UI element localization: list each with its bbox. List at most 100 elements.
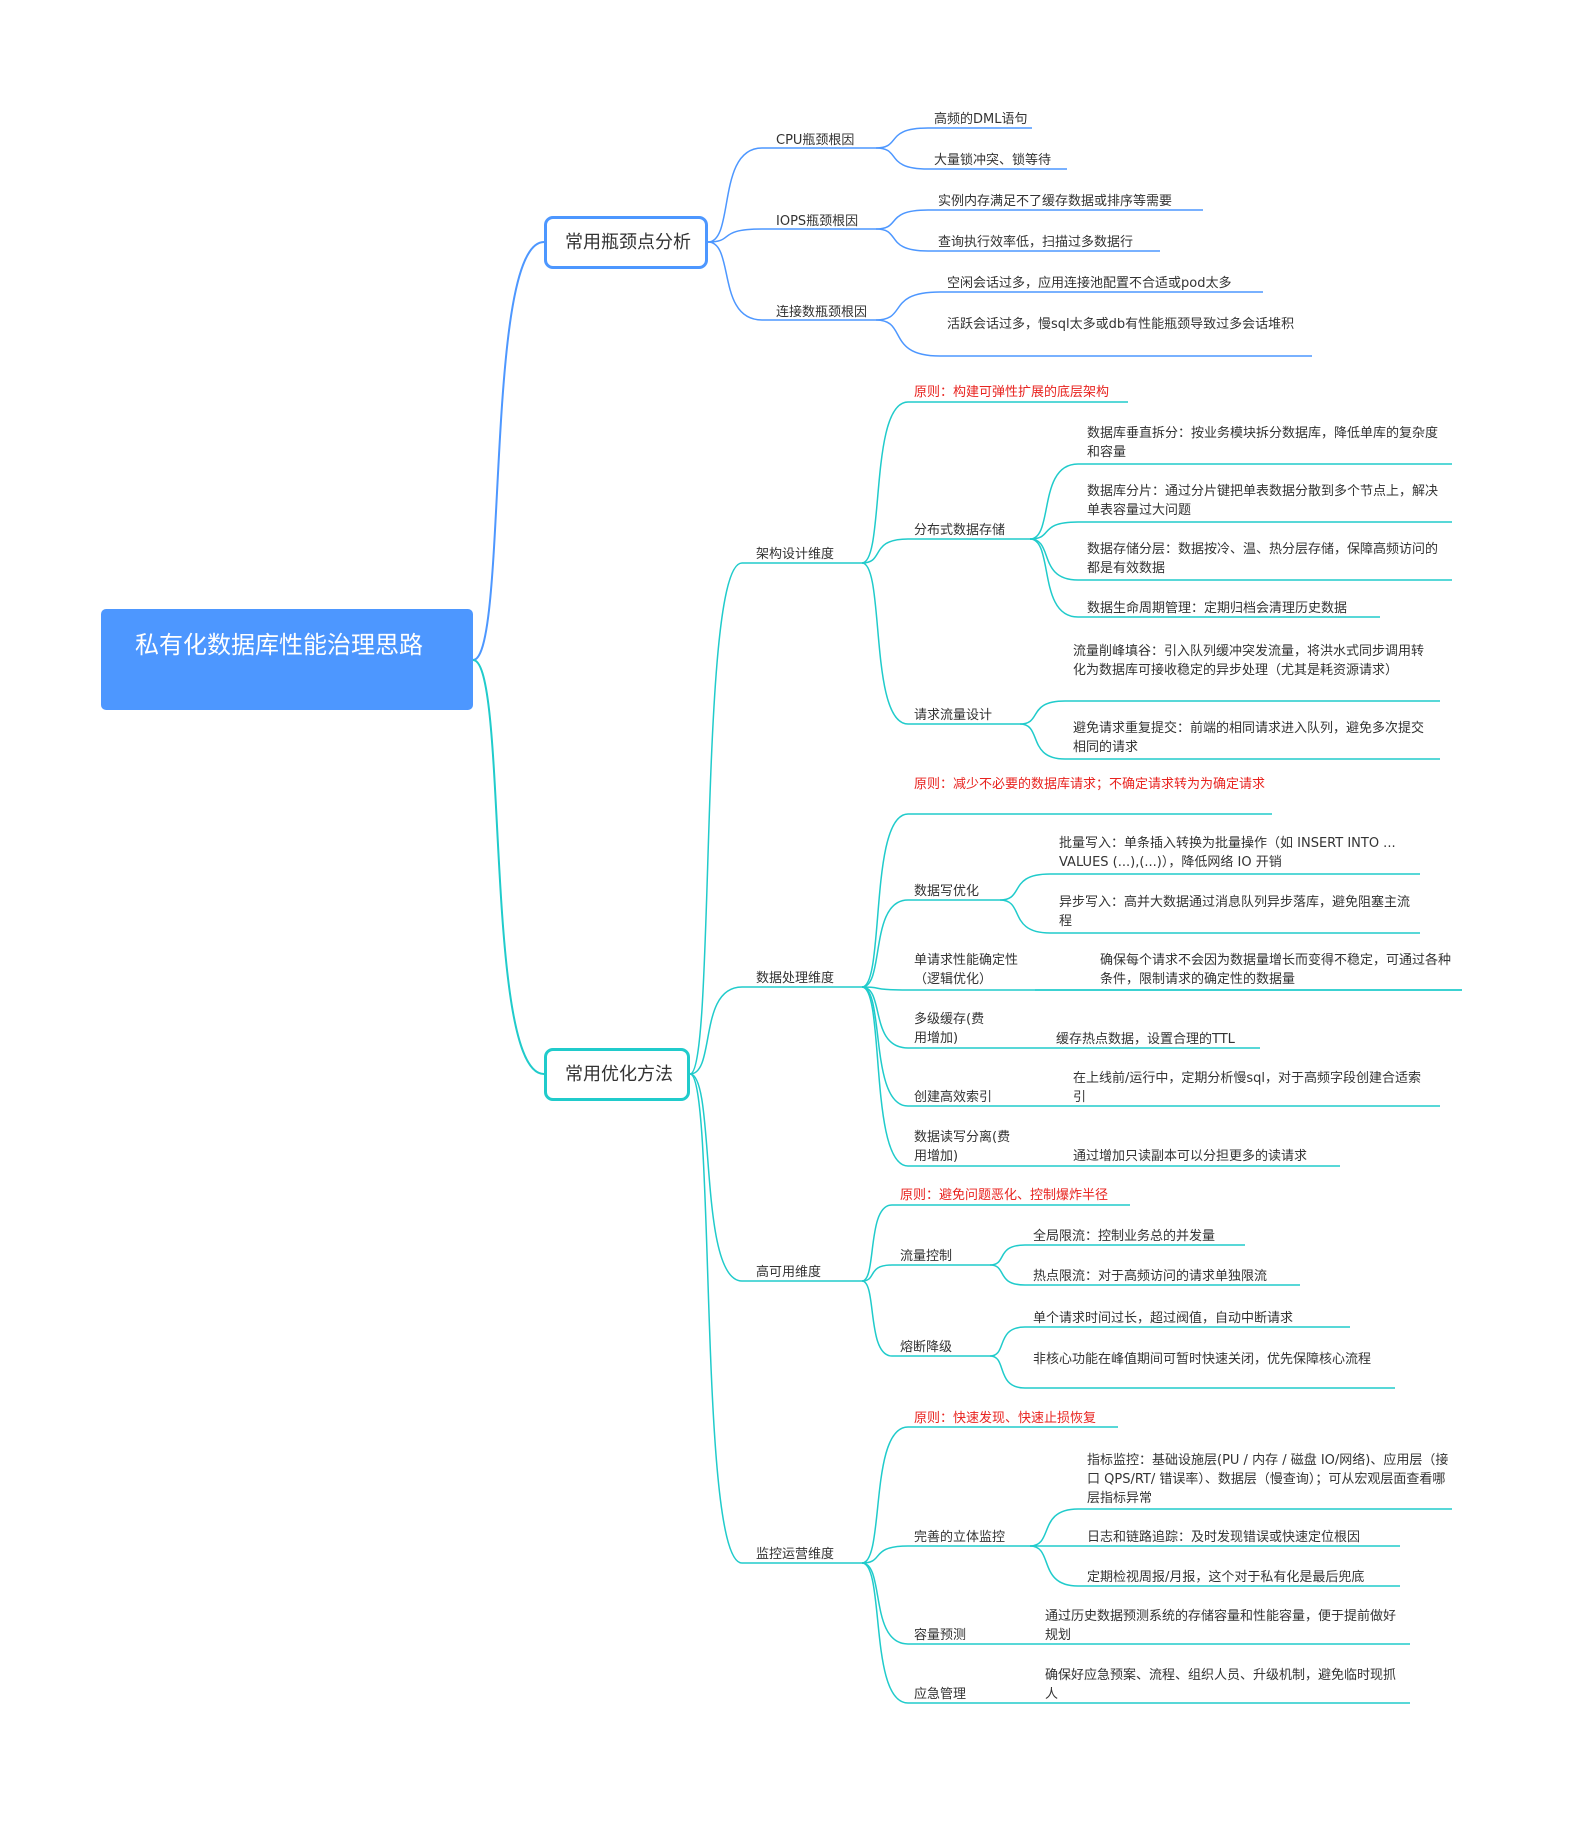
- leaf-idle-sessions: 空闲会话过多，应用连接池配置不合适或pod太多: [947, 276, 1232, 291]
- connector: [861, 813, 909, 988]
- node-data-processing[interactable]: 数据处理维度: [756, 971, 835, 986]
- principle-monitoring: 原则：快速发现、快速止损恢复: [914, 1411, 1097, 1426]
- root-node[interactable]: 私有化数据库性能治理思路: [101, 609, 473, 710]
- node-monitoring-ops[interactable]: 监控运营维度: [756, 1547, 835, 1562]
- connector: [861, 986, 909, 991]
- leaf-hotspot-limit: 热点限流：对于高频访问的请求单独限流: [1033, 1269, 1268, 1284]
- connector: [861, 1204, 893, 1282]
- connector: [861, 1426, 909, 1564]
- leaf-high-freq-dml: 高频的DML语句: [934, 112, 1028, 127]
- node-circuit-breaker[interactable]: 熔断降级: [900, 1340, 953, 1355]
- leaf-emergency-desc: 确保好应急预案、流程、组织人员、升级机制，避免临时现抓人: [1045, 1668, 1397, 1702]
- connector: [861, 1280, 893, 1357]
- branch-label: 常用瓶颈点分析: [565, 232, 691, 253]
- connector: [999, 873, 1051, 901]
- connector: [875, 127, 929, 149]
- leaf-active-sessions: 活跃会话过多，慢sql太多或db有性能瓶颈导致过多会话堆积: [947, 317, 1295, 332]
- leaf-global-limit: 全局限流：控制业务总的并发量: [1033, 1229, 1216, 1244]
- connector: [875, 291, 941, 321]
- node-cpu-bottleneck[interactable]: CPU瓶颈根因: [776, 133, 855, 148]
- connector: [861, 1264, 893, 1282]
- connector: [989, 1355, 1026, 1389]
- node-request-flow[interactable]: 请求流量设计: [914, 708, 993, 723]
- root-title: 私有化数据库性能治理思路: [135, 631, 423, 659]
- node-request-determinism[interactable]: 单请求性能确定性（逻辑优化）: [914, 953, 1019, 987]
- leaf-peak-shaving: 流量削峰填谷：引入队列缓冲突发流量，将洪水式同步调用转化为数据库可接收稳定的异步…: [1073, 644, 1425, 678]
- node-iops-bottleneck[interactable]: IOPS瓶颈根因: [776, 214, 859, 229]
- connector: [689, 1073, 743, 1564]
- connector: [861, 562, 909, 725]
- connector: [689, 1073, 743, 1282]
- leaf-periodic-report: 定期检视周报/月报，这个对于私有化是最后兜底: [1087, 1570, 1365, 1585]
- connector: [999, 899, 1051, 934]
- connector: [1019, 723, 1066, 760]
- connector: [472, 241, 545, 661]
- connector: [861, 899, 909, 988]
- leaf-degrade-noncore: 非核心功能在峰值期间可暂时快速关闭，优先保障核心流程: [1033, 1352, 1372, 1367]
- connector: [861, 1562, 909, 1704]
- connector: [989, 1244, 1026, 1266]
- connector: [989, 1326, 1026, 1357]
- connector: [707, 228, 763, 243]
- connector: [861, 1545, 909, 1564]
- connector: [1029, 1545, 1079, 1587]
- node-connection-bottleneck[interactable]: 连接数瓶颈根因: [776, 305, 868, 320]
- principle-high-availability: 原则：避免问题恶化、控制爆炸半径: [900, 1188, 1109, 1203]
- connector: [861, 401, 909, 564]
- connector: [1019, 700, 1066, 725]
- leaf-read-replica: 通过增加只读副本可以分担更多的读请求: [1073, 1149, 1308, 1164]
- node-architecture-design[interactable]: 架构设计维度: [756, 547, 835, 562]
- connector: [707, 241, 763, 321]
- leaf-capacity-desc: 通过历史数据预测系统的存储容量和性能容量，便于提前做好规划: [1045, 1609, 1397, 1643]
- branch-label: 常用优化方法: [565, 1064, 673, 1085]
- leaf-cache-desc: 缓存热点数据，设置合理的TTL: [1056, 1032, 1235, 1047]
- leaf-lifecycle: 数据生命周期管理：定期归档会清理历史数据: [1087, 601, 1348, 616]
- connector: [861, 538, 909, 564]
- leaf-async-write: 异步写入：高并大数据通过消息队列异步落库，避免阻塞主流程: [1059, 895, 1411, 929]
- branch-bottleneck-analysis[interactable]: 常用瓶颈点分析: [544, 216, 708, 269]
- connector: [707, 147, 763, 243]
- node-full-monitoring[interactable]: 完善的立体监控: [914, 1530, 1006, 1545]
- connector: [1029, 1508, 1079, 1547]
- leaf-timeout-break: 单个请求时间过长，超过阀值，自动中断请求: [1033, 1311, 1294, 1326]
- connector: [875, 147, 929, 170]
- connector: [861, 986, 909, 1167]
- node-high-availability[interactable]: 高可用维度: [756, 1265, 822, 1280]
- node-distributed-storage[interactable]: 分布式数据存储: [914, 523, 1006, 538]
- connector: [861, 1562, 909, 1645]
- leaf-memory-insufficient: 实例内存满足不了缓存数据或排序等需要: [938, 194, 1173, 209]
- leaf-log-tracing: 日志和链路追踪：及时发现错误或快速定位根因: [1087, 1530, 1361, 1545]
- leaf-index-desc: 在上线前/运行中，定期分析慢sql，对于高频字段创建合适索引: [1073, 1071, 1422, 1105]
- connector: [689, 562, 743, 1075]
- principle-data-processing: 原则：减少不必要的数据库请求；不确定请求转为为确定请求: [914, 777, 1266, 792]
- connector: [875, 228, 929, 252]
- leaf-batch-write: 批量写入：单条插入转换为批量操作（如 INSERT INTO ... VALUE…: [1059, 836, 1396, 870]
- connector: [689, 986, 743, 1075]
- node-write-optimization[interactable]: 数据写优化: [914, 884, 980, 899]
- leaf-determinism-desc: 确保每个请求不会因为数据量增长而变得不稳定，可通过各种条件，限制请求的确定性的数…: [1100, 953, 1452, 987]
- principle-architecture: 原则：构建可弹性扩展的底层架构: [914, 385, 1110, 400]
- connector: [861, 986, 909, 1049]
- node-emergency-mgmt[interactable]: 应急管理: [914, 1687, 967, 1702]
- leaf-tiered-storage: 数据存储分层：数据按冷、温、热分层存储，保障高频访问的都是有效数据: [1087, 542, 1439, 576]
- node-flow-control[interactable]: 流量控制: [900, 1249, 953, 1264]
- node-efficient-index[interactable]: 创建高效索引: [914, 1090, 993, 1105]
- connector: [1029, 538, 1079, 581]
- branch-optimization-methods[interactable]: 常用优化方法: [544, 1048, 690, 1101]
- connector: [1029, 538, 1079, 618]
- leaf-avoid-duplicate: 避免请求重复提交：前端的相同请求进入队列，避免多次提交相同的请求: [1073, 721, 1425, 755]
- node-read-write-split[interactable]: 数据读写分离(费用增加): [914, 1130, 1011, 1164]
- node-multi-level-cache[interactable]: 多级缓存(费用增加): [914, 1012, 985, 1046]
- connector: [861, 986, 909, 1107]
- connector: [1029, 463, 1079, 540]
- leaf-sharding: 数据库分片：通过分片键把单表数据分散到多个节点上，解决单表容量过大问题: [1087, 484, 1439, 518]
- connector: [1029, 521, 1079, 540]
- node-capacity-forecast[interactable]: 容量预测: [914, 1628, 967, 1643]
- connector: [472, 659, 545, 1075]
- connector: [875, 319, 941, 357]
- leaf-vertical-split: 数据库垂直拆分：按业务模块拆分数据库，降低单库的复杂度和容量: [1087, 426, 1439, 460]
- leaf-lock-conflict: 大量锁冲突、锁等待: [934, 153, 1052, 168]
- connector: [875, 209, 929, 230]
